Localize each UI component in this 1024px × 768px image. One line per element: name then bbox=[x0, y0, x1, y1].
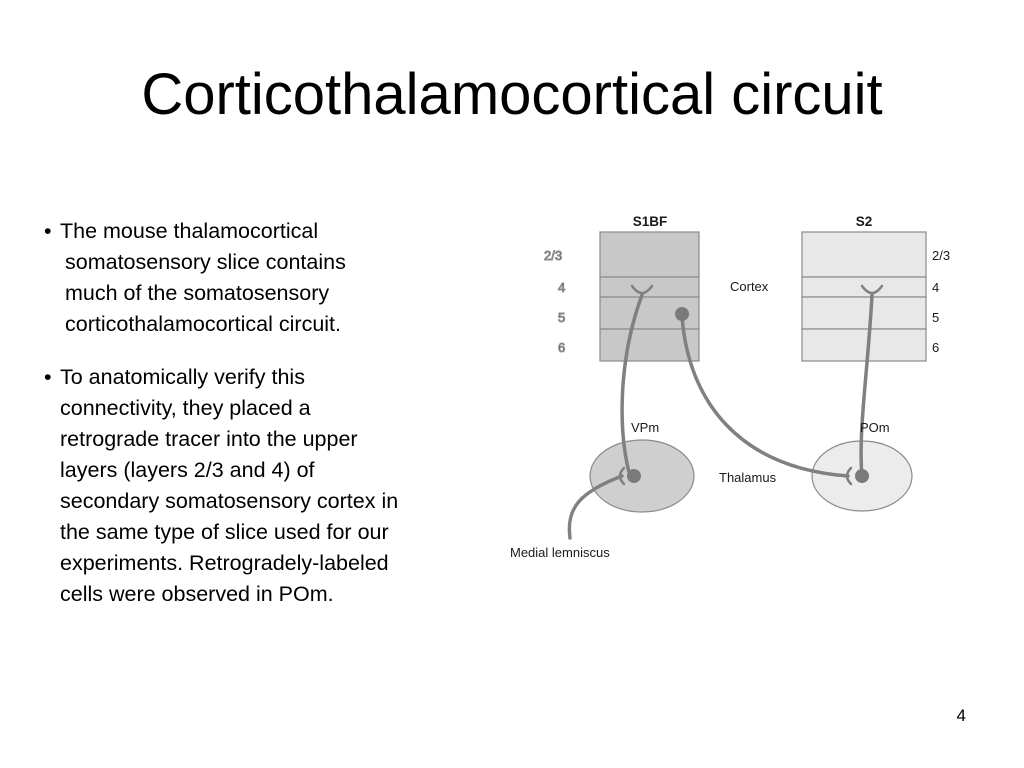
s2-layer-5 bbox=[801, 296, 927, 330]
s1bf-layer-label-2-3: 2/3 bbox=[544, 248, 562, 263]
page-number: 4 bbox=[956, 706, 966, 725]
pom-label: POm bbox=[860, 420, 890, 435]
vpm-to-s1bf-fiber bbox=[620, 293, 644, 478]
s2-layer-label-6: 6 bbox=[932, 340, 939, 355]
pom-to-s2-fiber bbox=[859, 293, 874, 478]
s1bf-layer-label-5: 5 bbox=[558, 310, 565, 325]
s2-layer-label-4: 4 bbox=[932, 280, 939, 295]
bullet-2-line-4: layers (layers 2/3 and 4) of bbox=[60, 458, 315, 482]
s2-terminal-icon bbox=[860, 284, 884, 295]
s2-layer-label-5: 5 bbox=[932, 310, 939, 325]
s2-layer-2-3 bbox=[801, 231, 927, 278]
s1bf-layer-2-3 bbox=[599, 231, 700, 278]
vpm-label: VPm bbox=[631, 420, 659, 435]
bullet-dot-icon: • bbox=[44, 365, 52, 389]
bullet-2-line-2: connectivity, they placed a bbox=[60, 396, 311, 420]
bullet-1-line-4: corticothalamocortical circuit. bbox=[65, 312, 342, 336]
s1bf-cell-body bbox=[675, 307, 689, 321]
vpm-nucleus bbox=[589, 439, 695, 513]
thalamus-label: Thalamus bbox=[719, 470, 777, 485]
s2-column bbox=[801, 231, 927, 362]
bullet-2-line-1: To anatomically verify this bbox=[60, 365, 305, 389]
bullet-1-line-3: much of the somatosensory bbox=[65, 281, 330, 305]
pom-terminal-icon bbox=[845, 466, 853, 486]
vpm-terminal-icon bbox=[618, 466, 626, 486]
s1bf-layer-4 bbox=[599, 276, 700, 298]
medial-lemniscus-fiber bbox=[567, 474, 624, 540]
pom-cell-body bbox=[855, 469, 869, 483]
vpm-cell-body bbox=[627, 469, 641, 483]
bullet-2-line-3: retrograde tracer into the upper bbox=[60, 427, 358, 451]
bullet-2-line-6: the same type of slice used for our bbox=[60, 520, 389, 544]
cortex-label: Cortex bbox=[730, 279, 769, 294]
bullet-list: • The mouse thalamocortical somatosensor… bbox=[44, 216, 484, 632]
terminal-group bbox=[618, 284, 884, 486]
bullet-1-line-2: somatosensory slice contains bbox=[65, 250, 346, 274]
bullet-2-line-8: cells were observed in POm. bbox=[60, 582, 334, 606]
circuit-diagram: S1BF S2 2/3 4 5 6 2/3 4 5 6 Cortex VPm P… bbox=[510, 214, 950, 560]
s1bf-layer-label-4: 4 bbox=[558, 280, 565, 295]
s2-layer-6 bbox=[801, 328, 927, 362]
s1bf-layer-label-6: 6 bbox=[558, 340, 565, 355]
fiber-group bbox=[567, 293, 874, 540]
bullet-1-line-1: The mouse thalamocortical bbox=[60, 219, 319, 243]
bullet-dot-icon: • bbox=[44, 219, 52, 243]
bullet-2-line-7: experiments. Retrogradely-labeled bbox=[60, 551, 389, 575]
medial-lemniscus-label: Medial lemniscus bbox=[510, 545, 610, 560]
bullet-item-1: • The mouse thalamocortical somatosensor… bbox=[44, 216, 484, 340]
s1bf-label: S1BF bbox=[633, 214, 668, 229]
slide-title: Corticothalamocortical circuit bbox=[141, 62, 883, 127]
s1bf-to-pom-fiber bbox=[680, 314, 850, 478]
s2-layer-label-2-3: 2/3 bbox=[932, 248, 950, 263]
bullet-2-line-5: secondary somatosensory cortex in bbox=[60, 489, 399, 513]
s1bf-terminal-icon bbox=[630, 284, 654, 295]
bullet-item-2: • To anatomically verify this connectivi… bbox=[44, 362, 484, 610]
s2-label: S2 bbox=[856, 214, 873, 229]
